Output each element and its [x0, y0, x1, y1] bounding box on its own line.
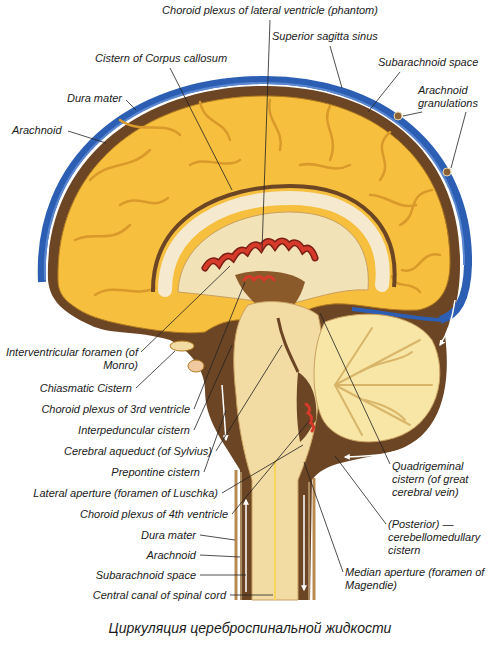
choroid-plexus: [205, 241, 315, 268]
part-label: Central canal of spinal cord: [93, 589, 226, 602]
central-canal: [274, 460, 276, 600]
part-label: Arachnoid granulations: [418, 84, 490, 110]
part-label: Dura mater: [67, 92, 122, 105]
part-label: Dura mater: [141, 529, 196, 542]
part-label: Choroid plexus of lateral ventricle (pha…: [162, 4, 378, 17]
part-label: Interventricular foramen (of Monro): [3, 346, 138, 372]
choroid-plexus-3rd: [244, 277, 274, 281]
pituitary: [188, 360, 204, 372]
choroid-plexus-4th: [306, 404, 314, 431]
choroid-plexus-outline: [205, 241, 315, 268]
part-label: (Posterior) — cerebellomedullary cistern: [388, 518, 492, 557]
part-label: Arachnoid: [12, 124, 62, 137]
part-label: Subarachnoid space: [378, 56, 478, 69]
part-label: Interpeduncular cistern: [78, 424, 190, 437]
part-label: Cerebral aqueduct (of Sylvius): [64, 445, 212, 458]
part-label: Lateral aperture (foramen of Luschka): [33, 487, 218, 500]
part-label: Choroid plexus of 3rd ventricle: [41, 403, 190, 416]
part-label: Cistern of Corpus callosum: [95, 52, 227, 65]
part-label: Arachnoid: [146, 549, 196, 562]
spinal-arachnoid: [241, 472, 242, 600]
optic-chiasm: [170, 341, 194, 351]
spinal-arachnoid: [309, 482, 310, 600]
figure-caption: Циркуляция цереброспинальной жидкости: [109, 620, 392, 637]
part-label: Chiasmatic Cistern: [40, 382, 132, 395]
cerebrum: [58, 96, 450, 333]
arachnoid-granulation: [394, 112, 402, 120]
part-label: Subarachnoid space: [96, 569, 196, 582]
part-label: Superior sagitta sinus: [272, 30, 378, 43]
brainstem: [234, 302, 323, 600]
arachnoid-granulation: [443, 168, 451, 176]
part-label: Median aperture (foramen of Magendie): [345, 566, 485, 592]
leader-lines: [68, 20, 466, 595]
arbor-vitae: [335, 328, 432, 435]
part-label: Choroid plexus of 4th ventricle: [80, 508, 228, 521]
cerebral-aqueduct: [278, 318, 298, 372]
cerebellum: [314, 314, 440, 442]
spinal-dura: [313, 478, 316, 600]
part-label: Prepontine cistern: [111, 466, 200, 479]
fourth-ventricle: [297, 372, 317, 442]
part-label: Quadrigeminal cistern (of great cerebral…: [392, 460, 496, 499]
spinal-dura: [235, 470, 238, 600]
